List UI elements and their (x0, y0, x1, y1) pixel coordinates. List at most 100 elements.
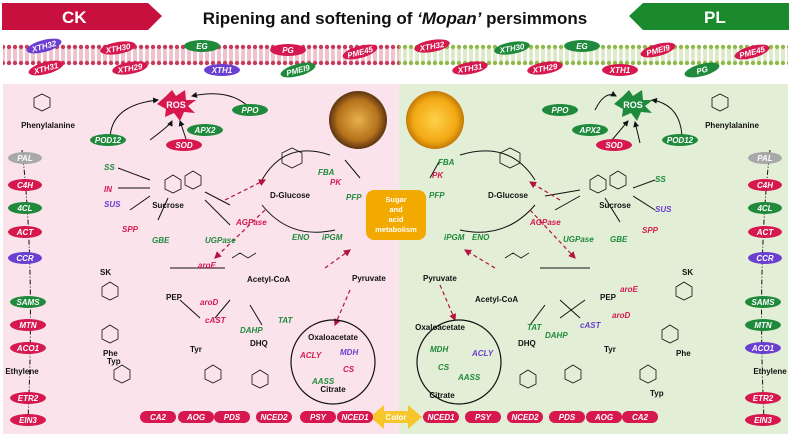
svg-text:AOG: AOG (594, 413, 613, 422)
svg-text:C4H: C4H (757, 181, 773, 190)
sucrose-right-ss: SS (655, 175, 666, 184)
ethylene-left-ein3: EIN3 (10, 414, 46, 426)
sucrose-right-ugpase: UGPase (563, 235, 594, 244)
sk-left: SK (100, 268, 111, 277)
pep-right-cast: cAST (580, 321, 602, 330)
svg-text:PPO: PPO (242, 106, 260, 115)
color-gene-right-pds: PDS (549, 411, 585, 423)
acetyl-coa-right: Acetyl-CoA (475, 295, 518, 304)
ethylene-left: Ethylene (5, 367, 39, 376)
svg-text:PAL: PAL (17, 154, 33, 163)
ros-right-pod12: POD12 (662, 134, 698, 146)
citrate-right: Citrate (429, 391, 455, 400)
typ-left: Typ (107, 357, 121, 366)
tca-left-cs: CS (343, 365, 355, 374)
ethylene-left-mtn: MTN (10, 319, 46, 331)
glucose-right: D-Glucose (488, 191, 529, 200)
pep-right-tat: TAT (527, 323, 542, 332)
sucrose-left-spp: SPP (122, 225, 139, 234)
sucrose-right-gbe: GBE (610, 235, 628, 244)
svg-text:CA2: CA2 (632, 413, 649, 422)
sucrose-right-agpase: AGPase (529, 218, 561, 227)
svg-text:EG: EG (196, 42, 208, 51)
tca-left-mdh: MDH (340, 348, 358, 357)
citrate-left: Citrate (320, 385, 346, 394)
svg-text:C4H: C4H (17, 181, 33, 190)
svg-text:MTN: MTN (19, 321, 37, 330)
ros-label-right: ROS (623, 100, 643, 110)
svg-text:PDS: PDS (559, 413, 576, 422)
svg-text:SOD: SOD (605, 141, 623, 150)
tca-right-mdh: MDH (430, 345, 448, 354)
phe-right: Phe (676, 349, 691, 358)
ethylene-right-etr2: ETR2 (745, 392, 781, 404)
glucose-right-pk: PK (432, 171, 444, 180)
glucose-right-ipgm: iPGM (444, 233, 465, 242)
ethylene-right-sams: SAMS (745, 296, 781, 308)
color-gene-left-nced2: NCED2 (256, 411, 292, 423)
svg-text:NCED1: NCED1 (427, 413, 455, 422)
sucrose-right-spp: SPP (642, 226, 659, 235)
sucrose-right: Sucrose (599, 201, 631, 210)
phenyl-left-act: ACT (8, 226, 42, 238)
phenyl-left-c4h: C4H (8, 179, 42, 191)
phenyl-right-4cl: 4CL (748, 202, 782, 214)
svg-text:POD12: POD12 (667, 136, 694, 145)
svg-text:CCR: CCR (16, 254, 34, 263)
color-gene-right-psy: PSY (465, 411, 501, 423)
tca-right-acly: ACLY (471, 349, 494, 358)
svg-text:NCED1: NCED1 (341, 413, 369, 422)
ros-left-pod12: POD12 (90, 134, 126, 146)
glucose-left-ipgm: iPGM (322, 233, 343, 242)
color-arrow: Color (370, 405, 422, 429)
glucose-right-fba: FBA (438, 158, 455, 167)
dhq-right: DHQ (518, 339, 536, 348)
glucose-left-fba: FBA (318, 168, 335, 177)
ck-fruit-image (329, 91, 387, 149)
svg-text:PG: PG (695, 65, 708, 77)
title-suffix: persimmons (481, 9, 587, 28)
svg-text:SOD: SOD (175, 141, 193, 150)
svg-text:SAMS: SAMS (16, 298, 40, 307)
ck-panel (3, 84, 399, 434)
sucrose-left-in: IN (104, 185, 112, 194)
pep-left-dahp: DAHP (240, 326, 263, 335)
phenyl-left-ccr: CCR (8, 252, 42, 264)
sucrose-right-sus: SUS (655, 205, 672, 214)
phenyl-right-ccr: CCR (748, 252, 782, 264)
pep-right: PEP (600, 293, 617, 302)
membrane-right-xth31: XTH31 (452, 61, 488, 75)
svg-text:4CL: 4CL (16, 204, 32, 213)
chemical-structures (33, 93, 729, 389)
membrane-right-xth29: XTH29 (527, 61, 563, 75)
sucrose-left-ss: SS (104, 163, 115, 172)
sk-right: SK (682, 268, 693, 277)
ros-left: ROS (157, 90, 196, 121)
sugar-box-line1: Sugar (385, 195, 406, 204)
ros-right-ppo: PPO (542, 104, 578, 116)
svg-text:CCR: CCR (756, 254, 774, 263)
color-gene-left-ca2: CA2 (140, 411, 176, 423)
tca-right-aass: AASS (457, 373, 481, 382)
phenyl-left-4cl: 4CL (8, 202, 42, 214)
ros-right-apx2: APX2 (572, 124, 608, 136)
color-gene-left-aog: AOG (178, 411, 214, 423)
color-gene-left-psy: PSY (300, 411, 336, 423)
svg-text:PPO: PPO (552, 106, 570, 115)
ethylene-right-aco1: ACO1 (745, 342, 781, 354)
membrane-left-eg: EG (184, 40, 220, 52)
phe-left: Phe (103, 349, 118, 358)
phenylalanine-right: Phenylalanine (705, 121, 759, 130)
svg-text:ETR2: ETR2 (753, 394, 774, 403)
ros-left-ppo: PPO (232, 104, 268, 116)
color-gene-right-nced1: NCED1 (423, 411, 459, 423)
membrane-left-xth1: XTH1 (204, 64, 240, 76)
tca-left-aass: AASS (311, 377, 335, 386)
ros-left-sod: SOD (166, 139, 202, 151)
pep-left-arod: aroD (200, 298, 218, 307)
pyruvate-right: Pyruvate (423, 274, 457, 283)
page-title: Ripening and softening of ‘Mopan’ persim… (203, 9, 587, 28)
svg-text:NCED2: NCED2 (511, 413, 539, 422)
pl-panel (399, 84, 788, 434)
svg-text:ACO1: ACO1 (751, 344, 775, 353)
